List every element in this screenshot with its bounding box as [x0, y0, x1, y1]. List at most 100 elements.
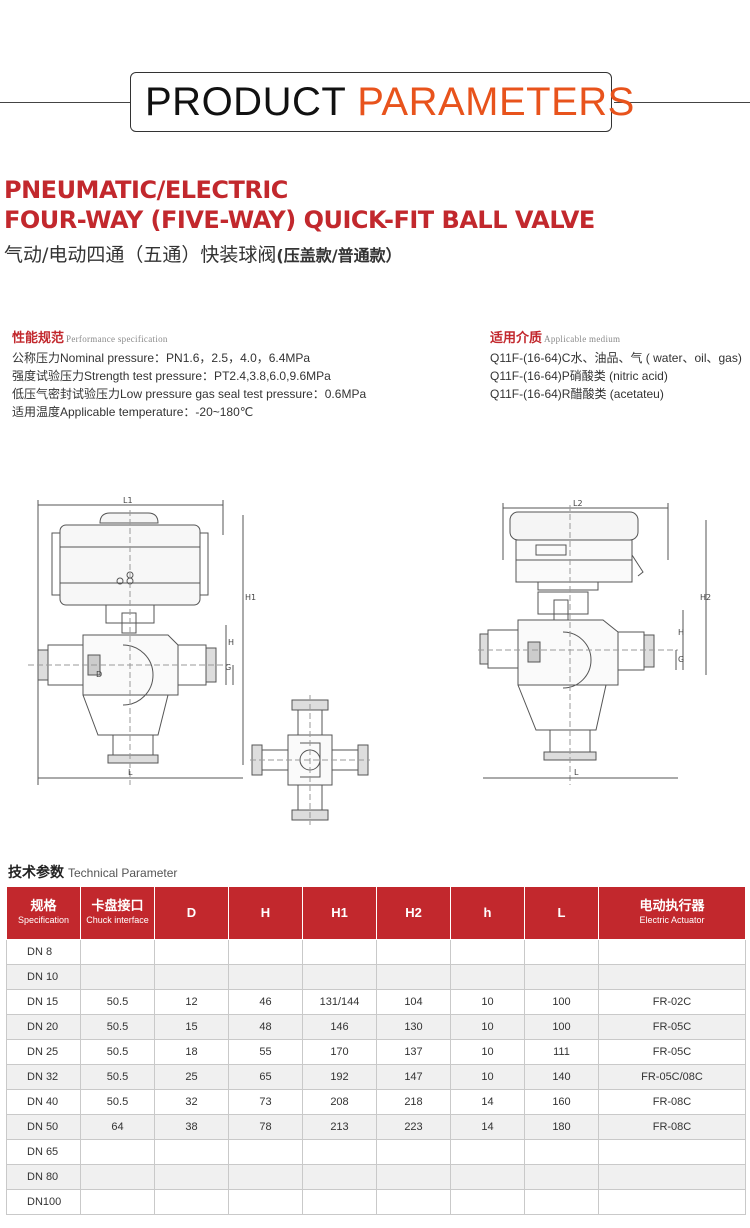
table-cell [228, 1139, 303, 1165]
table-cell [598, 964, 746, 990]
table-cell: 46 [228, 989, 303, 1015]
table-cell: 208 [302, 1089, 377, 1115]
col-header: H [228, 886, 303, 940]
four-way-section-drawing [250, 695, 370, 825]
table-cell: 32 [154, 1089, 229, 1115]
medium-item: Q11F-(16-64)C水、油品、气 ( water、oil、gas) [490, 351, 742, 365]
table-cell: 100 [524, 989, 599, 1015]
table-cell [302, 1164, 377, 1190]
table-cell: 25 [154, 1064, 229, 1090]
dim-label-l2: L2 [573, 500, 583, 508]
dim-label-l-right: L [574, 768, 579, 777]
table-heading-cn: 技术参数 [8, 864, 64, 880]
table-cell [80, 1189, 155, 1215]
table-cell: 111 [524, 1039, 599, 1065]
table-cell: DN 50 [6, 1114, 81, 1140]
table-cell: 50.5 [80, 989, 155, 1015]
table-cell: DN 65 [6, 1139, 81, 1165]
table-cell [154, 939, 229, 965]
table-cell [524, 1139, 599, 1165]
col-header: h [450, 886, 525, 940]
table-cell [302, 1139, 377, 1165]
medium-heading-cn: 适用介质 [490, 330, 543, 345]
table-cell: FR-05C/08C [598, 1064, 746, 1090]
table-cell: 213 [302, 1114, 377, 1140]
table-cell [302, 939, 377, 965]
dim-label-g-right: G [678, 655, 684, 664]
dim-label-h-right: H [678, 628, 684, 637]
table-cell: 55 [228, 1039, 303, 1065]
table-cell: 160 [524, 1089, 599, 1115]
table-cell [450, 1139, 525, 1165]
product-title-line1: PNEUMATIC/ELECTRIC [4, 176, 288, 204]
header-rule-right [614, 102, 750, 103]
table-cell: 10 [450, 1064, 525, 1090]
table-cell: DN 10 [6, 964, 81, 990]
performance-heading-cn: 性能规范 [12, 330, 65, 345]
table-cell [598, 1164, 746, 1190]
table-cell: FR-08C [598, 1114, 746, 1140]
product-title-cn-suffix: (压盖款/普通款） [276, 246, 402, 265]
header-frame [130, 72, 612, 132]
table-cell: 50.5 [80, 1089, 155, 1115]
medium-heading-en: Applicable medium [544, 334, 621, 344]
table-cell: 12 [154, 989, 229, 1015]
table-cell: 78 [228, 1114, 303, 1140]
table-cell: FR-02C [598, 989, 746, 1015]
table-cell: DN 25 [6, 1039, 81, 1065]
table-cell [376, 1189, 451, 1215]
table-cell: 50.5 [80, 1014, 155, 1040]
table-cell: 50.5 [80, 1039, 155, 1065]
table-cell: 170 [302, 1039, 377, 1065]
table-row: DN 10 [6, 964, 746, 990]
table-cell: 14 [450, 1114, 525, 1140]
table-cell: 146 [302, 1014, 377, 1040]
col-header: D [154, 886, 229, 940]
dim-label-l: L [128, 768, 133, 777]
table-cell: 73 [228, 1089, 303, 1115]
dim-label-d: D [96, 670, 102, 679]
col-header: L [524, 886, 599, 940]
table-cell [524, 1164, 599, 1190]
table-cell: 48 [228, 1014, 303, 1040]
table-cell: 137 [376, 1039, 451, 1065]
table-cell: DN 15 [6, 989, 81, 1015]
pneumatic-valve-drawing: L1 H1 H G D L [28, 496, 256, 785]
table-cell [154, 1139, 229, 1165]
table-cell: 180 [524, 1114, 599, 1140]
table-cell [228, 939, 303, 965]
table-cell: 38 [154, 1114, 229, 1140]
table-cell [598, 939, 746, 965]
table-cell: DN 80 [6, 1164, 81, 1190]
table-cell [524, 964, 599, 990]
product-title-cn-main: 气动/电动四通（五通）快装球阀 [4, 244, 277, 266]
table-cell: 218 [376, 1089, 451, 1115]
table-cell [598, 1139, 746, 1165]
performance-list: 公称压力Nominal pressure：PN1.6，2.5，4.0，6.4MP… [12, 349, 366, 421]
table-cell [376, 964, 451, 990]
table-cell [302, 964, 377, 990]
performance-item: 公称压力Nominal pressure：PN1.6，2.5，4.0，6.4MP… [12, 351, 311, 365]
table-cell [154, 1189, 229, 1215]
table-cell: 50.5 [80, 1064, 155, 1090]
table-cell: 18 [154, 1039, 229, 1065]
table-cell: 140 [524, 1064, 599, 1090]
table-cell: 65 [228, 1064, 303, 1090]
table-cell: 10 [450, 989, 525, 1015]
table-row: DN 8 [6, 939, 746, 965]
table-cell [228, 1189, 303, 1215]
table-cell: 104 [376, 989, 451, 1015]
table-cell [80, 1164, 155, 1190]
medium-item: Q11F-(16-64)P硝酸类 (nitric acid) [490, 369, 668, 383]
table-cell [524, 1189, 599, 1215]
table-cell [598, 1189, 746, 1215]
